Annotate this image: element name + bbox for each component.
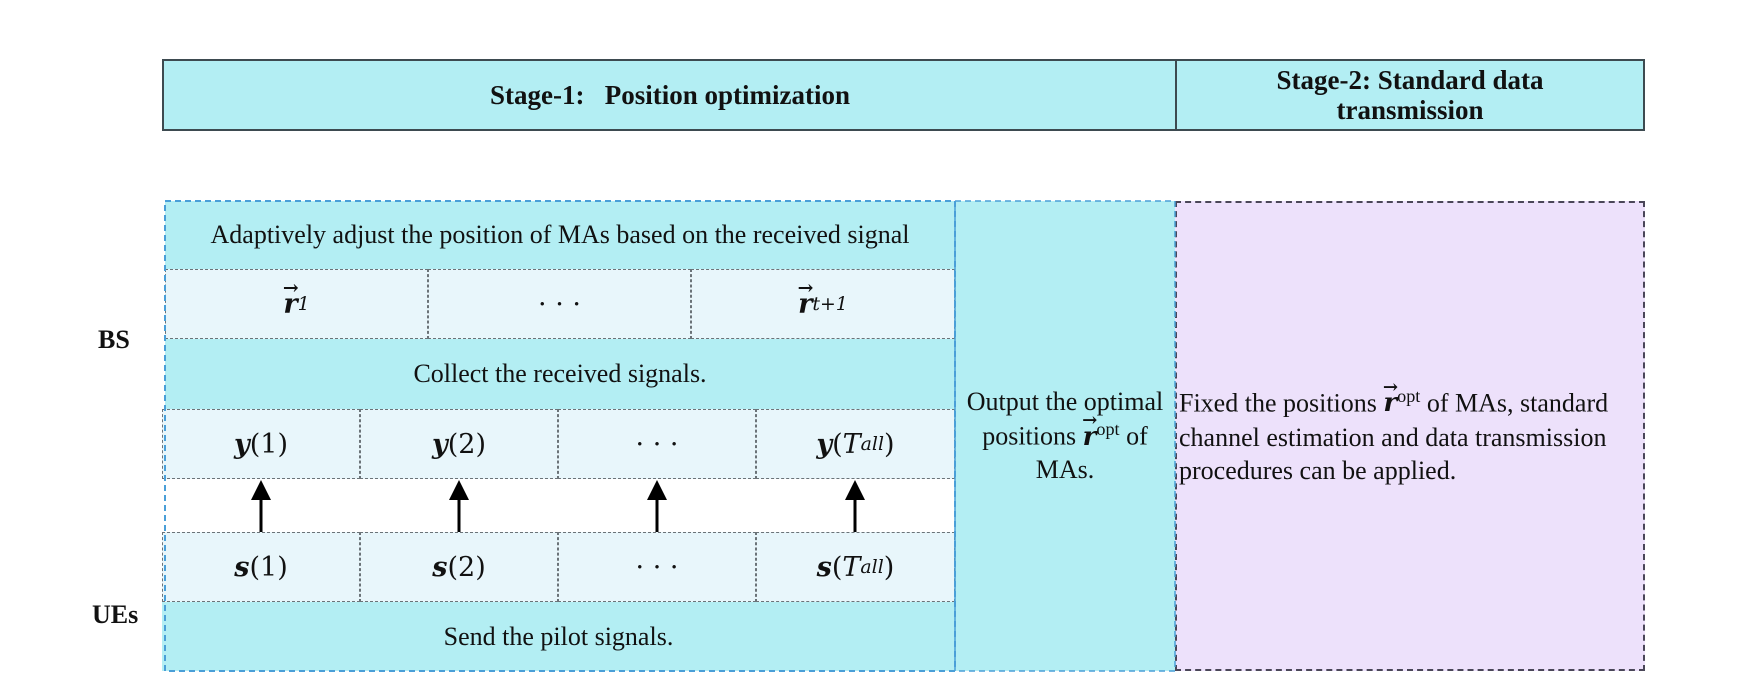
output-line-2: positions ropt of (967, 418, 1163, 453)
pilot-index-subscript: all (860, 556, 884, 578)
uplink-arrows (251, 480, 865, 532)
received-symbol: y (234, 428, 250, 460)
optimal-position-superscript: opt (1096, 419, 1120, 440)
output-dashed-outline (954, 200, 1176, 672)
stage2-title: Stage-2: Standard data transmission (1276, 64, 1544, 125)
stage2-line-2: channel estimation and data transmission (1179, 422, 1607, 452)
send-pilot-text: Send the pilot signals. (443, 621, 674, 651)
ues-label: UEs (92, 600, 139, 629)
collect-signals-text: Collect the received signals. (413, 359, 707, 388)
stage1-dashed-outline (164, 200, 956, 672)
stage1-header: Stage-1: Position optimization (162, 59, 1178, 131)
pilot-index: 2 (458, 551, 476, 583)
adjust-position-text: Adaptively adjust the position of MAs ba… (210, 220, 910, 249)
position-symbol: r (283, 289, 297, 320)
position-cell-r1: r1 (165, 269, 428, 339)
arrow-3-head (647, 480, 667, 500)
stage2-body-box: Fixed the positions ropt of MAs, standar… (1175, 201, 1645, 671)
output-line-1: Output the optimal (966, 386, 1164, 416)
ellipsis: · · · (538, 288, 581, 320)
arrow-2-head (449, 480, 469, 500)
output-positions-box: Output the optimal positions ropt of MAs… (955, 201, 1175, 671)
received-index-symbol: T (842, 428, 861, 460)
pilot-symbol: s (234, 551, 250, 583)
position-symbol: r (798, 289, 812, 320)
received-index: 1 (260, 428, 278, 460)
stage2-header: Stage-2: Standard data transmission (1175, 59, 1645, 131)
arrow-4-head (845, 480, 865, 500)
pilot-index-symbol: T (842, 551, 861, 583)
received-index: 2 (458, 428, 476, 460)
bs-label: BS (98, 325, 130, 354)
ellipsis: · · · (635, 551, 679, 583)
stage2-body-text: Fixed the positions ropt of MAs, standar… (1179, 385, 1608, 487)
received-cell-y1: y(1) (162, 409, 360, 479)
stage2-line-1: Fixed the positions ropt of MAs, standar… (1179, 385, 1608, 421)
arrow-1-head (251, 480, 271, 500)
ellipsis: · · · (635, 428, 679, 460)
pilot-symbol: s (432, 551, 448, 583)
position-cell-rt1: rt+1 (691, 269, 955, 339)
fixed-position-superscript: opt (1397, 385, 1421, 406)
pilot-index: 1 (260, 551, 278, 583)
received-symbol: y (432, 428, 448, 460)
fixed-position-symbol: r (1383, 387, 1397, 420)
position-cell-ellipsis: · · · (428, 269, 691, 339)
received-symbol: y (816, 428, 833, 460)
optimal-position-symbol: r (1083, 421, 1097, 454)
pilot-cell-ellipsis: · · · (558, 532, 756, 602)
collect-signals-box: Collect the received signals. (165, 339, 955, 409)
received-cell-y2: y(2) (360, 409, 558, 479)
position-subscript: 1 (297, 293, 310, 315)
received-index-subscript: all (860, 433, 885, 455)
position-subscript: t+1 (812, 293, 848, 315)
output-positions-text: Output the optimal positions ropt of MAs… (967, 386, 1163, 486)
output-line-3: MAs. (1035, 454, 1095, 484)
received-cell-ellipsis: · · · (558, 409, 756, 479)
pilot-symbol: s (816, 551, 832, 583)
send-pilot-box: Send the pilot signals. (162, 602, 955, 671)
stage2-line-3: procedures can be applied. (1179, 455, 1457, 485)
pilot-cell-s2: s(2) (360, 532, 558, 602)
adjust-position-box: Adaptively adjust the position of MAs ba… (165, 201, 955, 269)
stage1-title: Stage-1: Position optimization (490, 79, 850, 110)
pilot-cell-s1: s(1) (162, 532, 360, 602)
